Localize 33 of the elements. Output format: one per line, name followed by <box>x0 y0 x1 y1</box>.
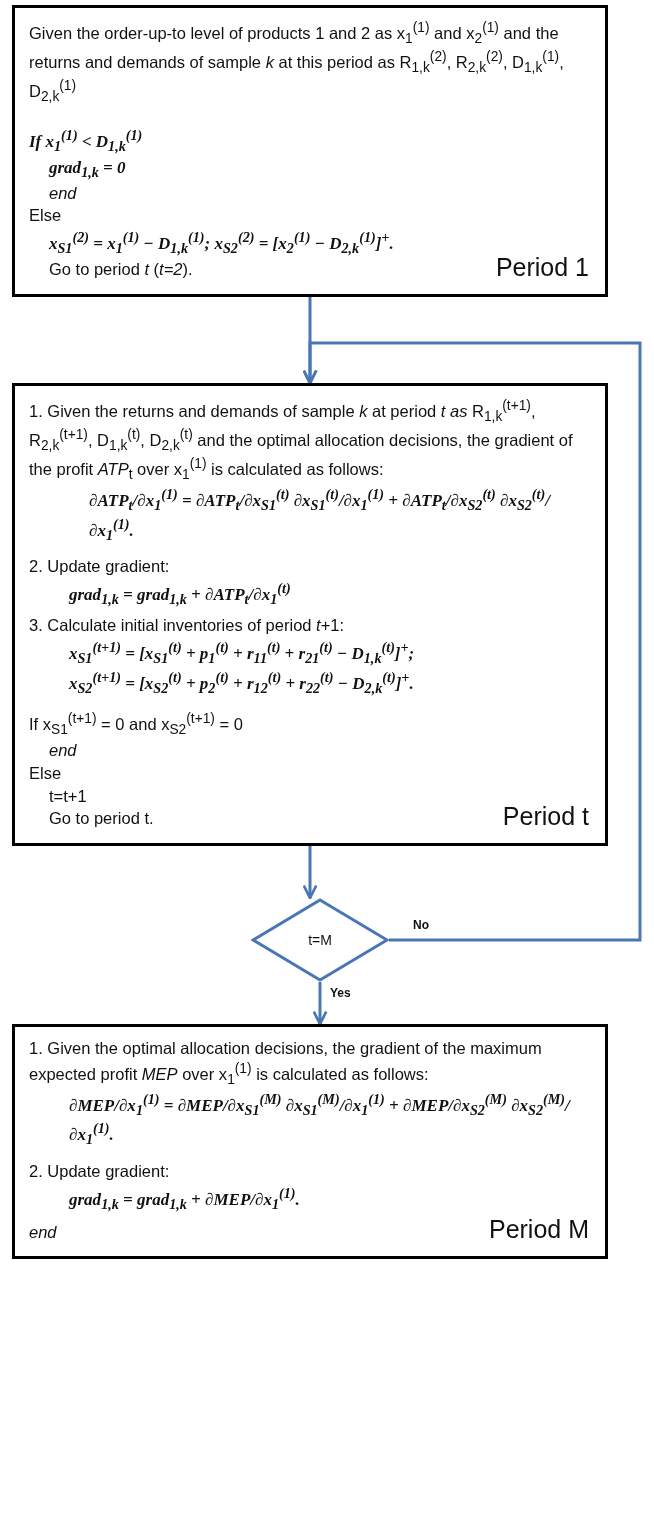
formula: x$_{S1}$$^{(t+1)}$ = [x$_{S1}$$^{(t)}$ + p$_{1}$$^{(t)}$ + r$_{11}$$^{(t)}$ + r$_{21}$$^{(t)}$ − D$_{1,k}$$^{(t)}$]$^{+}$; <box>69 637 415 668</box>
edge-label: No <box>411 918 431 932</box>
period-heading: Period M <box>488 1214 589 1246</box>
edge-label: Yes <box>328 986 353 1000</box>
period-heading: Period t <box>502 801 589 833</box>
pseudocode-keyword: end <box>49 740 77 762</box>
step-text: Go to period t (t=2). <box>49 258 193 280</box>
formula: x$_{S2}$$^{(t+1)}$ = [x$_{S2}$$^{(t)}$ + p$_{2}$$^{(t)}$ + r$_{12}$$^{(t)}$ + r$_{22}$$^{(t)}$ − D$_{2,k}$$^{(t)}$]$^{+}$. <box>69 668 414 699</box>
formula: grad$_{1,k}$ = grad$_{1,k}$ + ∂MEP/∂x$_{1}$$^{(1)}$. <box>69 1183 300 1214</box>
step-text: 2. Update gradient: <box>29 556 170 578</box>
period-heading: Period 1 <box>495 251 589 283</box>
step-text: Else <box>29 762 62 784</box>
formula: grad$_{1,k}$ = 0 <box>49 156 126 182</box>
arrow <box>312 982 328 1026</box>
condition-text: t=M <box>308 932 332 948</box>
process-box <box>12 383 608 847</box>
pseudocode-keyword: end <box>49 182 77 204</box>
step-text: Go to period t. <box>49 808 154 830</box>
formula: x$_{S1}$$^{(2)}$ = x$_{1}$$^{(1)}$ − D$_{1,k}$$^{(1)}$; x$_{S2}$$^{(2)}$ = [x$_{2}$$^{(1)}$ − D$_{2,k}$$^{(1)}$]$^{+}$. <box>49 228 394 258</box>
pseudocode-keyword: end <box>29 1221 57 1243</box>
formula: ∂MEP/∂x$_{1}$$^{(1)}$ = ∂MEP/∂x$_{S1}$$^{(M)}$ ∂x$_{S1}$$^{(M)}$/∂x$_{1}$$^{(1)}$ + ∂MEP/∂x$_{S2}$$^{(M)}$ ∂x$_{S2}$$^{(M)}$/∂x$_{1}$$^{(1)}$. <box>69 1089 572 1150</box>
step-text: 2. Update gradient: <box>29 1161 170 1183</box>
arrow <box>302 341 642 942</box>
step-text: 3. Calculate initial inventories of period t+1: <box>29 614 345 636</box>
process-box <box>12 5 608 297</box>
step-text: t=t+1 <box>49 785 87 807</box>
arrow <box>302 846 318 900</box>
process-box <box>12 1024 608 1260</box>
step-text: Else <box>29 205 62 227</box>
step-text: 1. Given the optimal allocation decisions, the gradient of the maximum expected profit MEP over x$_{1}$$^{(1)}$ is calculated as follows: <box>29 1038 543 1089</box>
formula: ∂ATP$_{t}$/∂x$_{1}$$^{(1)}$ = ∂ATP$_{t}$/∂x$_{S1}$$^{(t)}$ ∂x$_{S1}$$^{(t)}$/∂x$_{1}$$^{(1)}$ + ∂ATP$_{t}$/∂x$_{S2}$$^{(t)}$ ∂x$_{S2}$$^{(t)}$/∂x$_{1}$$^{(1)}$. <box>89 484 552 545</box>
step-text: If x$_{S1}$$^{(t+1)}$ = 0 and x$_{S2}$$^{(t+1)}$ = 0 <box>29 710 243 739</box>
step-text: 1. Given the returns and demands of sample k at period t as R$_{1,k}$$^{(t+1)}$, R$_{2,k}$$^{(t+1)}$, D$_{1,k}$$^{(t)}$, D$_{2,k}$$^{(t)}$ and the optimal allocation decisions, the gradient of the profit ATP$_{t}$ over x$_{1}$$^{(1)}$ is calculated as follows: <box>29 397 574 484</box>
